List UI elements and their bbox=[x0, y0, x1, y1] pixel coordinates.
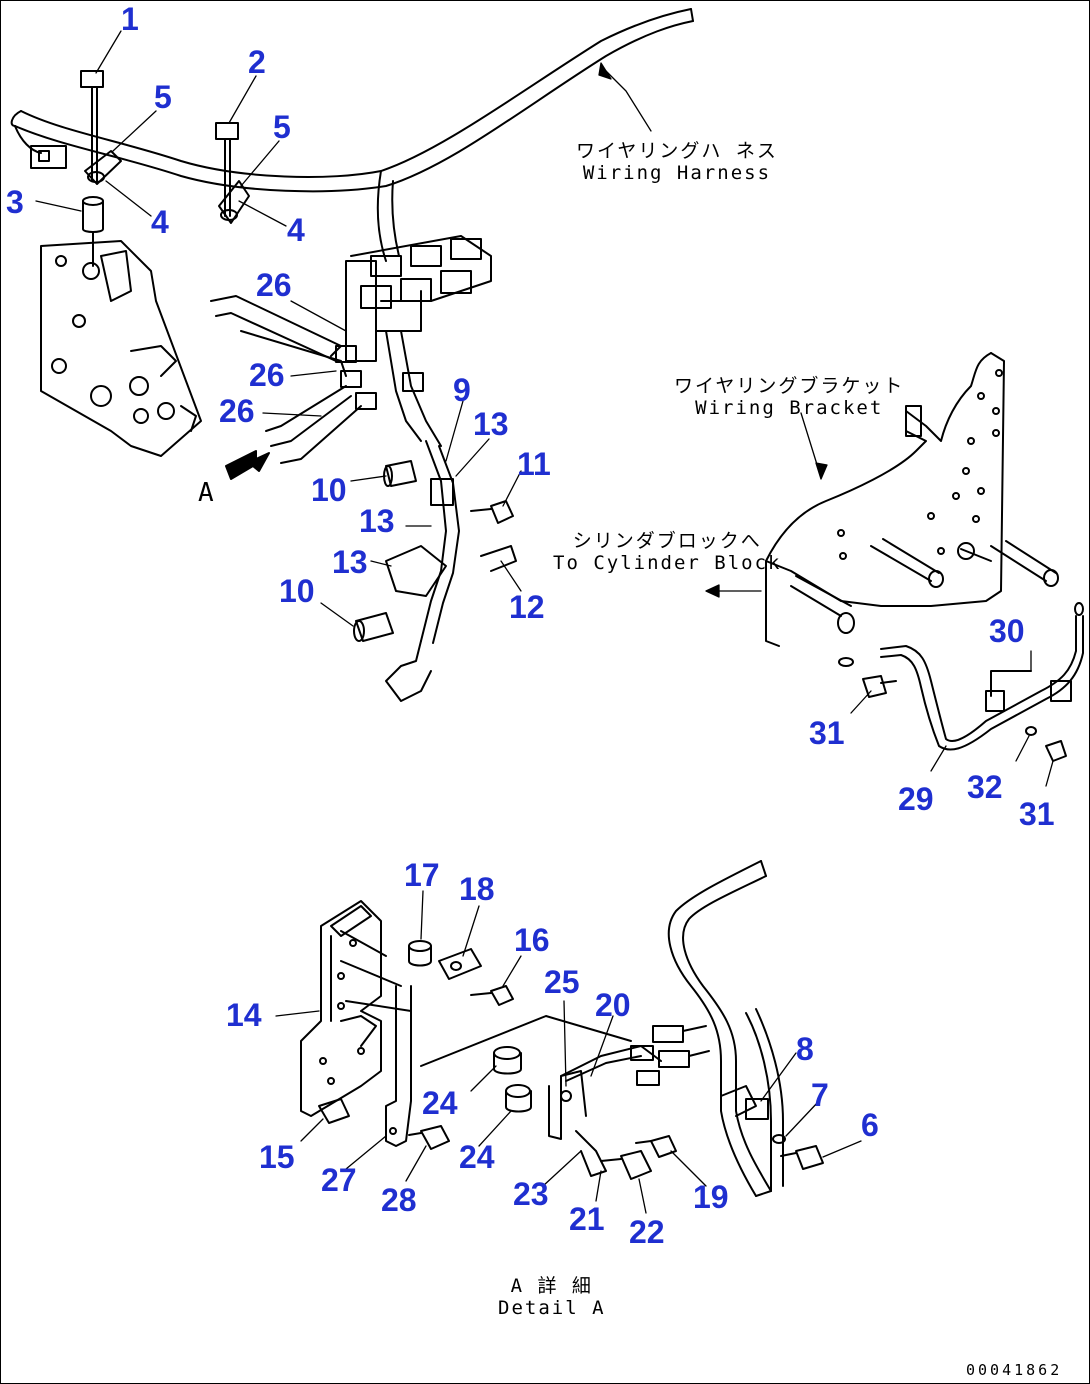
callout-6: 6 bbox=[861, 1107, 879, 1143]
callout-31b: 31 bbox=[1019, 796, 1055, 832]
callout-18: 18 bbox=[459, 871, 495, 907]
to-cylinder-block-label: シリンダブロックへ To Cylinder Block bbox=[553, 530, 782, 575]
leader-lines-detail bbox=[275, 890, 862, 1214]
wiring-bracket-label-jp: ワイヤリングブラケット bbox=[674, 375, 905, 397]
callout-26b: 26 bbox=[249, 357, 285, 393]
callout-13a: 13 bbox=[473, 406, 509, 442]
to-cylinder-block-label-en: To Cylinder Block bbox=[553, 551, 782, 574]
callout-20: 20 bbox=[595, 987, 631, 1023]
main-wiring-harness bbox=[10, 8, 694, 262]
callout-29: 29 bbox=[898, 781, 934, 817]
callout-27: 27 bbox=[321, 1162, 357, 1198]
callout-22: 22 bbox=[629, 1214, 665, 1250]
callout-26c: 26 bbox=[219, 393, 255, 429]
wiring-bracket-label-en: Wiring Bracket bbox=[695, 396, 884, 419]
detail-a-clamps bbox=[318, 940, 677, 1180]
wiring-bracket-label: ワイヤリングブラケット Wiring Bracket bbox=[674, 375, 905, 420]
detail-a-harness bbox=[630, 860, 824, 1197]
pigtail-connectors bbox=[210, 295, 377, 464]
to-cylinder-block-label-jp: シリンダブロックへ bbox=[572, 530, 762, 552]
callout-30: 30 bbox=[989, 613, 1025, 649]
view-a-label: A bbox=[198, 478, 216, 508]
cylinder-block-wire bbox=[838, 602, 1084, 762]
clamp-bolts-upper bbox=[80, 70, 250, 267]
callout-25: 25 bbox=[544, 964, 580, 1000]
callout-4a: 4 bbox=[151, 204, 169, 240]
callout-13b: 13 bbox=[359, 503, 395, 539]
view-arrow-a bbox=[225, 450, 270, 480]
leader-lines-right bbox=[705, 412, 1054, 787]
lower-harness-branch bbox=[353, 440, 517, 702]
callout-10a: 10 bbox=[311, 472, 347, 508]
callout-10b: 10 bbox=[279, 573, 315, 609]
wiring-bracket bbox=[765, 352, 1059, 647]
callout-21: 21 bbox=[569, 1201, 605, 1237]
callout-15: 15 bbox=[259, 1139, 295, 1175]
wiring-harness-label-en: Wiring Harness bbox=[582, 161, 772, 184]
wiring-harness-label-jp: ワイヤリングハ ネス bbox=[576, 140, 778, 162]
drawing-number: 00041862 bbox=[966, 1361, 1063, 1379]
callout-16: 16 bbox=[514, 922, 550, 958]
callout-9: 9 bbox=[453, 372, 471, 408]
detail-a-label-en: Detail A bbox=[498, 1296, 606, 1319]
callout-4b: 4 bbox=[287, 212, 305, 248]
leader-lines-upper bbox=[35, 30, 652, 627]
callout-7: 7 bbox=[811, 1077, 829, 1113]
callout-24a: 24 bbox=[422, 1085, 458, 1121]
callout-17: 17 bbox=[404, 857, 440, 893]
callout-5b: 5 bbox=[273, 109, 291, 145]
valve-block bbox=[40, 240, 202, 457]
callout-14: 14 bbox=[226, 997, 262, 1033]
callout-11: 11 bbox=[517, 446, 551, 482]
callout-32: 32 bbox=[967, 769, 1003, 805]
detail-a-bracket-plate bbox=[300, 900, 412, 1117]
callout-5a: 5 bbox=[154, 79, 172, 115]
detail-a-label-jp: A 詳 細 bbox=[510, 1275, 593, 1297]
callout-23: 23 bbox=[513, 1176, 549, 1212]
callout-31a: 31 bbox=[809, 715, 845, 751]
callout-28: 28 bbox=[381, 1182, 417, 1218]
callout-12: 12 bbox=[509, 589, 545, 625]
connector-bank bbox=[345, 235, 492, 447]
callout-1: 1 bbox=[121, 1, 139, 37]
callout-26a: 26 bbox=[256, 267, 292, 303]
callout-13c: 13 bbox=[332, 544, 368, 580]
callout-24b: 24 bbox=[459, 1139, 495, 1175]
wiring-harness-label: ワイヤリングハ ネス Wiring Harness bbox=[576, 140, 778, 185]
callout-3: 3 bbox=[6, 184, 24, 220]
callout-8: 8 bbox=[796, 1031, 814, 1067]
detail-a-label: A 詳 細 Detail A bbox=[498, 1275, 606, 1320]
callout-19: 19 bbox=[693, 1179, 729, 1215]
callout-2: 2 bbox=[248, 44, 266, 80]
